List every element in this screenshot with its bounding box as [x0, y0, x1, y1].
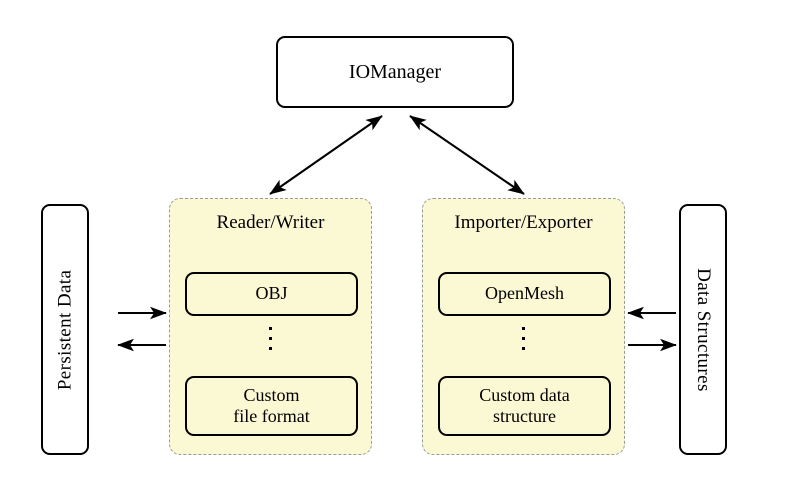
arrow-manager-readerwriter — [269, 115, 383, 195]
persistent-data-node[interactable]: Persistent Data — [41, 204, 89, 455]
item-obj-label: OBJ — [255, 283, 288, 304]
item-openmesh[interactable]: OpenMesh — [438, 272, 611, 316]
vertical-ellipsis-icon — [170, 327, 371, 350]
persistent-data-label: Persistent Data — [54, 269, 76, 390]
item-obj[interactable]: OBJ — [185, 272, 358, 316]
data-structures-label: Data Structures — [692, 267, 714, 392]
io-manager-label: IOManager — [348, 60, 442, 83]
group-reader-writer-title: Reader/Writer — [216, 212, 325, 233]
io-manager-node[interactable]: IOManager — [276, 36, 514, 108]
arrow-manager-importerexporter — [409, 115, 525, 195]
item-openmesh-label: OpenMesh — [485, 283, 564, 304]
vertical-ellipsis-icon — [423, 327, 624, 350]
data-structures-node[interactable]: Data Structures — [679, 204, 727, 455]
group-importer-exporter-title: Importer/Exporter — [454, 212, 593, 233]
